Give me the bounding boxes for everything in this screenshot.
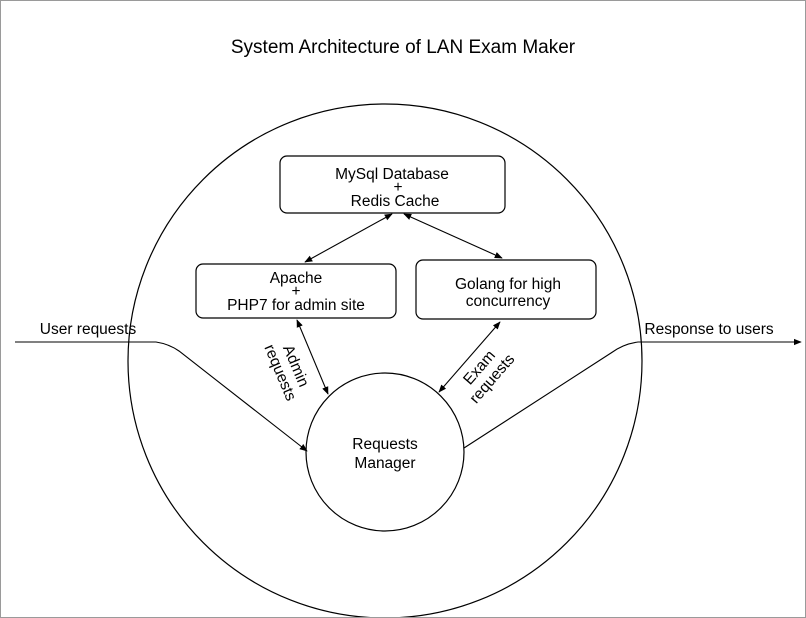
golang-manager-connector: [438, 321, 501, 393]
user-requests-flow: [15, 341, 308, 452]
response-flow: [463, 338, 802, 449]
database-label-plus: +: [393, 179, 402, 196]
requests-manager-circle: [305, 372, 465, 532]
requests-manager-label-line1: Requests: [352, 436, 418, 453]
apache-manager-connector: [296, 319, 329, 395]
database-node: MySql Database + Redis Cache: [279, 155, 506, 214]
requests-manager-node: Requests Manager: [305, 372, 465, 532]
apache-label-plus: +: [291, 283, 300, 300]
golang-label-line1: Golang for high: [455, 276, 561, 293]
response-to-users-label: Response to users: [644, 321, 773, 338]
user-requests-label: User requests: [40, 321, 137, 338]
db-apache-connector: [304, 213, 393, 263]
exam-requests-label: Exam requests: [460, 347, 518, 407]
golang-box: [415, 259, 597, 320]
database-label-line1: MySql Database: [335, 166, 449, 183]
requests-manager-label-line2: Manager: [354, 455, 415, 472]
golang-label-line2: concurrency: [466, 293, 551, 310]
admin-requests-label: Admin requests: [260, 342, 311, 404]
database-label-line2: Redis Cache: [351, 193, 440, 210]
apache-label-line1: Apache: [270, 270, 323, 287]
diagram-title: System Architecture of LAN Exam Maker: [231, 37, 576, 58]
apache-node: Apache + PHP7 for admin site: [195, 263, 397, 319]
db-golang-connector: [403, 213, 503, 259]
database-box: [279, 155, 506, 214]
system-boundary-circle: [127, 103, 643, 617]
golang-node: Golang for high concurrency: [415, 259, 597, 320]
apache-label-line2: PHP7 for admin site: [227, 297, 365, 314]
apache-box: [195, 263, 397, 319]
